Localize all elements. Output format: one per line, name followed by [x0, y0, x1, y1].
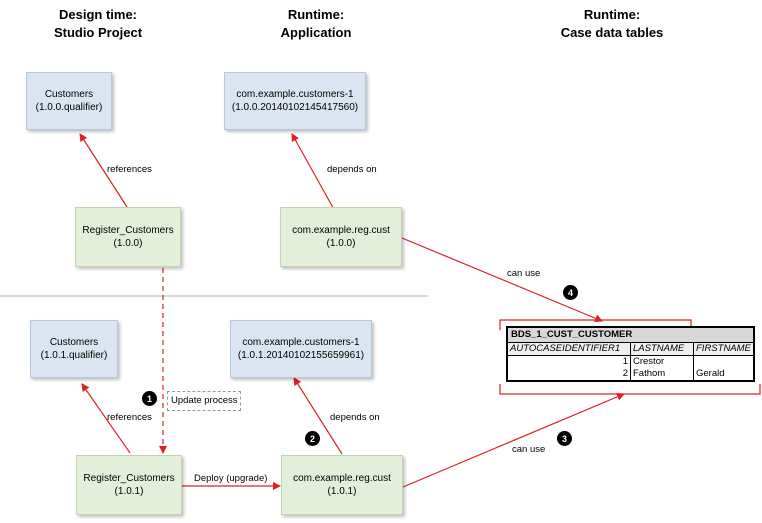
box-version: (1.0.0.20140102145417560) [231, 102, 359, 113]
table-cell-id: 2 [507, 368, 631, 381]
arrow-references-bottom [81, 383, 131, 454]
step-badge-4: 4 [563, 285, 578, 300]
column-header-line1: Runtime: [583, 7, 641, 22]
table-bracket-top [499, 319, 692, 330]
box-title: com.example.customers-1 [236, 89, 354, 100]
table-cell-lastname: Crestor [630, 355, 694, 368]
customers-lib-box-top: com.example.customers-1 (1.0.0.201401021… [224, 72, 366, 130]
box-version: (1.0.1.20140102155659961) [237, 350, 365, 361]
customers-box-top: Customers (1.0.0.qualifier) [26, 72, 112, 130]
box-title: com.example.reg.cust [292, 225, 390, 236]
step-badge-3: 3 [557, 431, 572, 446]
column-header-design-time: Design time: Studio Project [8, 6, 188, 42]
box-version: (1.0.1.qualifier) [40, 350, 108, 361]
box-version: (1.0.1) [114, 486, 144, 497]
can-use-label-bottom: can use [512, 444, 546, 455]
step-badge-1: 1 [142, 391, 157, 406]
table-cell-lastname: Fathom [630, 368, 694, 381]
box-version: (1.0.1) [327, 486, 357, 497]
box-title: Customers [49, 337, 99, 348]
can-use-label-top: can use [507, 268, 541, 279]
table-cell-firstname: Gerald [696, 368, 725, 379]
column-header-line1: Runtime: [287, 7, 345, 22]
register-customers-box-top: Register_Customers (1.0.0) [75, 207, 181, 267]
box-title: Register_Customers [82, 225, 174, 236]
box-version: (1.0.0) [113, 238, 143, 249]
column-header-runtime-application: Runtime: Application [226, 6, 406, 42]
arrow-can-use-bottom [402, 393, 625, 488]
table-cell-id: 1 [507, 355, 631, 368]
table-row: 2 Fathom Gerald [507, 368, 754, 381]
box-version: (1.0.0) [326, 238, 356, 249]
case-data-table: BDS_1_CUST_CUSTOMER AUTOCASEIDENTIFIER1 … [506, 326, 755, 382]
table-column-header: AUTOCASEIDENTIFIER1 [507, 342, 631, 356]
table-bracket-bottom [499, 384, 761, 395]
box-version: (1.0.0.qualifier) [35, 102, 103, 113]
table-cell-firstname [694, 356, 755, 369]
column-header-line2: Studio Project [53, 25, 143, 40]
customers-lib-box-bottom: com.example.customers-1 (1.0.1.201401021… [230, 320, 372, 378]
deploy-label: Deploy (upgrade) [194, 473, 268, 484]
arrow-references-top [79, 133, 128, 208]
reg-cust-box-bottom: com.example.reg.cust (1.0.1) [281, 455, 403, 515]
depends-on-label-bottom: depends on [330, 412, 380, 423]
table-row: 1 Crestor [507, 355, 755, 369]
customers-box-bottom: Customers (1.0.1.qualifier) [30, 320, 118, 378]
table-column-header: FIRSTNAME [693, 342, 754, 356]
step-badge-2: 2 [305, 431, 320, 446]
references-label-top: references [107, 164, 152, 175]
arrow-can-use-top [401, 237, 603, 323]
arrow-depends-on-bottom [293, 377, 343, 455]
box-title: Customers [44, 89, 94, 100]
table-name: BDS_1_CUST_CUSTOMER [507, 327, 754, 343]
column-header-line2: Case data tables [560, 25, 664, 40]
update-process-label: Update process [167, 391, 241, 411]
column-header-runtime-case-data: Runtime: Case data tables [522, 6, 702, 42]
box-title: Register_Customers [83, 473, 175, 484]
register-customers-box-bottom: Register_Customers (1.0.1) [76, 455, 182, 515]
reg-cust-box-top: com.example.reg.cust (1.0.0) [280, 207, 402, 267]
column-header-line2: Application [280, 25, 352, 40]
references-label-bottom: references [107, 412, 152, 423]
depends-on-label-top: depends on [327, 164, 377, 175]
box-title: com.example.customers-1 [242, 337, 360, 348]
box-title: com.example.reg.cust [293, 473, 391, 484]
table-column-header: LASTNAME [630, 342, 694, 356]
column-header-line1: Design time: [58, 7, 137, 22]
